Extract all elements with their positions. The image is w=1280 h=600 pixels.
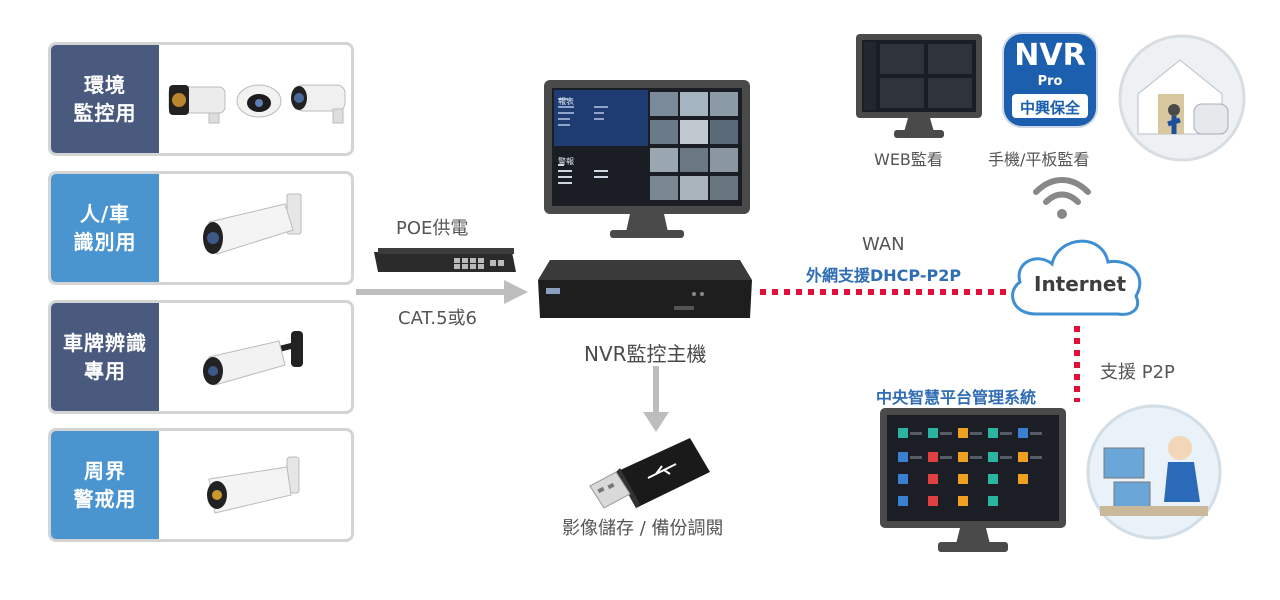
web-label: WEB監看 (874, 150, 943, 169)
internet-label: Internet (1034, 272, 1127, 296)
cable-label: CAT.5或6 (398, 308, 477, 329)
cms-monitor-icon (880, 408, 1066, 552)
operator-illustration (1086, 404, 1222, 540)
home-illustration (1118, 34, 1246, 162)
nvr-display-monitor (544, 80, 750, 238)
camera-card-label: 環境監控用 (51, 45, 159, 153)
camera-card-label: 周界警戒用 (51, 431, 159, 539)
camera-card-label: 人/車識別用 (51, 174, 159, 282)
storage-arrow (643, 366, 669, 432)
storage-label: 影像儲存 / 備份調閱 (562, 518, 724, 539)
camera-group-image (159, 45, 351, 153)
p2p-label: 支援 P2P (1100, 362, 1175, 383)
bullet-camera-image (159, 303, 351, 411)
bullet-camera-image (159, 431, 351, 539)
nvr-pro-app-icon: NVR Pro 中興保全 (1004, 34, 1096, 126)
wan-dotted-line (760, 289, 1006, 295)
mobile-label: 手機/平板監看 (988, 150, 1090, 169)
dhcp-label: 外網支援DHCP-P2P (806, 266, 962, 285)
camera-card-label: 車牌辨識專用 (51, 303, 159, 411)
wan-label: WAN (862, 234, 905, 255)
nvr-label: NVR監控主機 (584, 342, 707, 366)
poe-label: POE供電 (396, 218, 469, 239)
wifi-icon (1033, 177, 1091, 219)
camera-card-environment: 環境監控用 (48, 42, 354, 156)
nvr-recorder-icon (538, 260, 752, 318)
cable-arrow (356, 280, 528, 304)
camera-card-perimeter: 周界警戒用 (48, 428, 354, 542)
monitor-menu-section2: 警報 (558, 157, 574, 166)
internet-cloud-icon (1011, 239, 1142, 316)
usb-drive-icon (589, 438, 710, 509)
poe-switch-icon (374, 248, 516, 272)
p2p-dotted-line (1074, 326, 1080, 402)
bullet-camera-image (159, 174, 351, 282)
monitor-menu-section1: 報表 (558, 97, 574, 106)
cms-label: 中央智慧平台管理系統 (876, 388, 1037, 407)
web-monitor-icon (856, 34, 982, 138)
camera-card-license-plate: 車牌辨識專用 (48, 300, 354, 414)
camera-card-vehicle-recognition: 人/車識別用 (48, 171, 354, 285)
